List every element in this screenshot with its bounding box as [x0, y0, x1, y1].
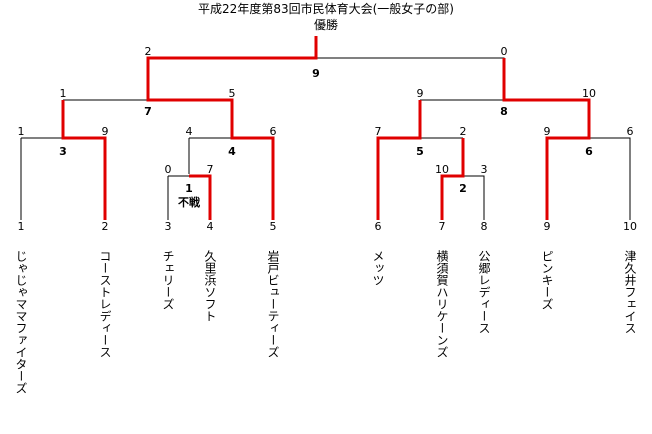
team-no-1: 1: [17, 220, 25, 233]
team-no-2: 2: [101, 220, 109, 233]
qf4-match-no: 4: [228, 145, 236, 158]
qf3-right-score: 9: [101, 125, 109, 138]
winner-path-qf3: [61, 100, 107, 220]
r2-left-score: 10: [435, 163, 449, 176]
team-no-4: 4: [206, 220, 214, 233]
qf6-match-no: 6: [585, 145, 593, 158]
qf3-left: [20, 137, 63, 220]
qf4-left: [188, 137, 232, 174]
champion-label: 優勝: [313, 18, 338, 32]
team-no-6: 6: [374, 220, 382, 233]
qf3-left-score: 1: [17, 125, 25, 138]
winner-path-qf5: [376, 100, 422, 220]
qf3-match-no: 3: [59, 145, 67, 158]
semi-right-left-score: 9: [416, 87, 424, 100]
semi-left-right-score: 5: [228, 87, 236, 100]
winner-path-r2: [440, 138, 465, 220]
page-title: 平成22年度第83回市民体育大会(一般女子の部): [198, 2, 454, 16]
semi-right-right-score: 10: [582, 87, 596, 100]
team-name-6: メッツ: [371, 250, 385, 286]
plain-lines: [20, 57, 631, 220]
r1-walkover-note: 不戦: [178, 196, 200, 209]
qf5-right-score: 2: [459, 125, 467, 138]
winner-path-r1: [189, 174, 212, 220]
final-right-score: 0: [500, 45, 508, 58]
team-name-7: 横須賀ハリケーンズ: [435, 250, 449, 358]
team-name-4: 久里浜ソフト: [203, 250, 217, 322]
qf4-right-score: 6: [269, 125, 277, 138]
team-name-10: 津久井フェイス: [623, 250, 637, 334]
winner-lines: [61, 36, 591, 220]
winner-path-sf8: [502, 58, 591, 220]
r1-match-no: 1: [185, 182, 193, 195]
qf5-left-score: 7: [374, 125, 382, 138]
team-name-9: ピンキーズ: [540, 250, 554, 310]
semi-left-match-no: 7: [144, 105, 152, 118]
final-left-score: 2: [144, 45, 152, 58]
winner-path-champion: [146, 36, 318, 220]
team-name-2: コーストレディース: [98, 250, 112, 358]
team-no-9: 9: [543, 220, 551, 233]
final-right-branch: [316, 57, 505, 100]
team-no-8: 8: [480, 220, 488, 233]
r1-left: [167, 175, 189, 220]
team-no-10: 10: [623, 220, 637, 233]
team-name-1: じゃじゃママファイターズ: [14, 250, 28, 394]
final-match-no: 9: [312, 67, 320, 80]
r2-match-no: 2: [459, 182, 467, 195]
team-name-3: チェリーズ: [161, 250, 175, 310]
qf6-right: [589, 137, 631, 220]
r2-right-score: 3: [480, 163, 488, 176]
qf4-left-score: 4: [185, 125, 193, 138]
qf6-right-score: 6: [626, 125, 634, 138]
semi-left-left-score: 1: [59, 87, 67, 100]
r1-left-score: 0: [164, 163, 172, 176]
team-name-8: 公郷レディース: [477, 250, 491, 334]
team-no-3: 3: [164, 220, 172, 233]
semi-right-match-no: 8: [500, 105, 508, 118]
team-name-5: 岩戸ビューティーズ: [266, 250, 280, 358]
team-no-5: 5: [269, 220, 277, 233]
qf6-left-score: 9: [543, 125, 551, 138]
team-no-7: 7: [438, 220, 446, 233]
r1-right-score: 7: [206, 163, 214, 176]
qf5-match-no: 5: [416, 145, 424, 158]
r2-right: [463, 175, 485, 220]
